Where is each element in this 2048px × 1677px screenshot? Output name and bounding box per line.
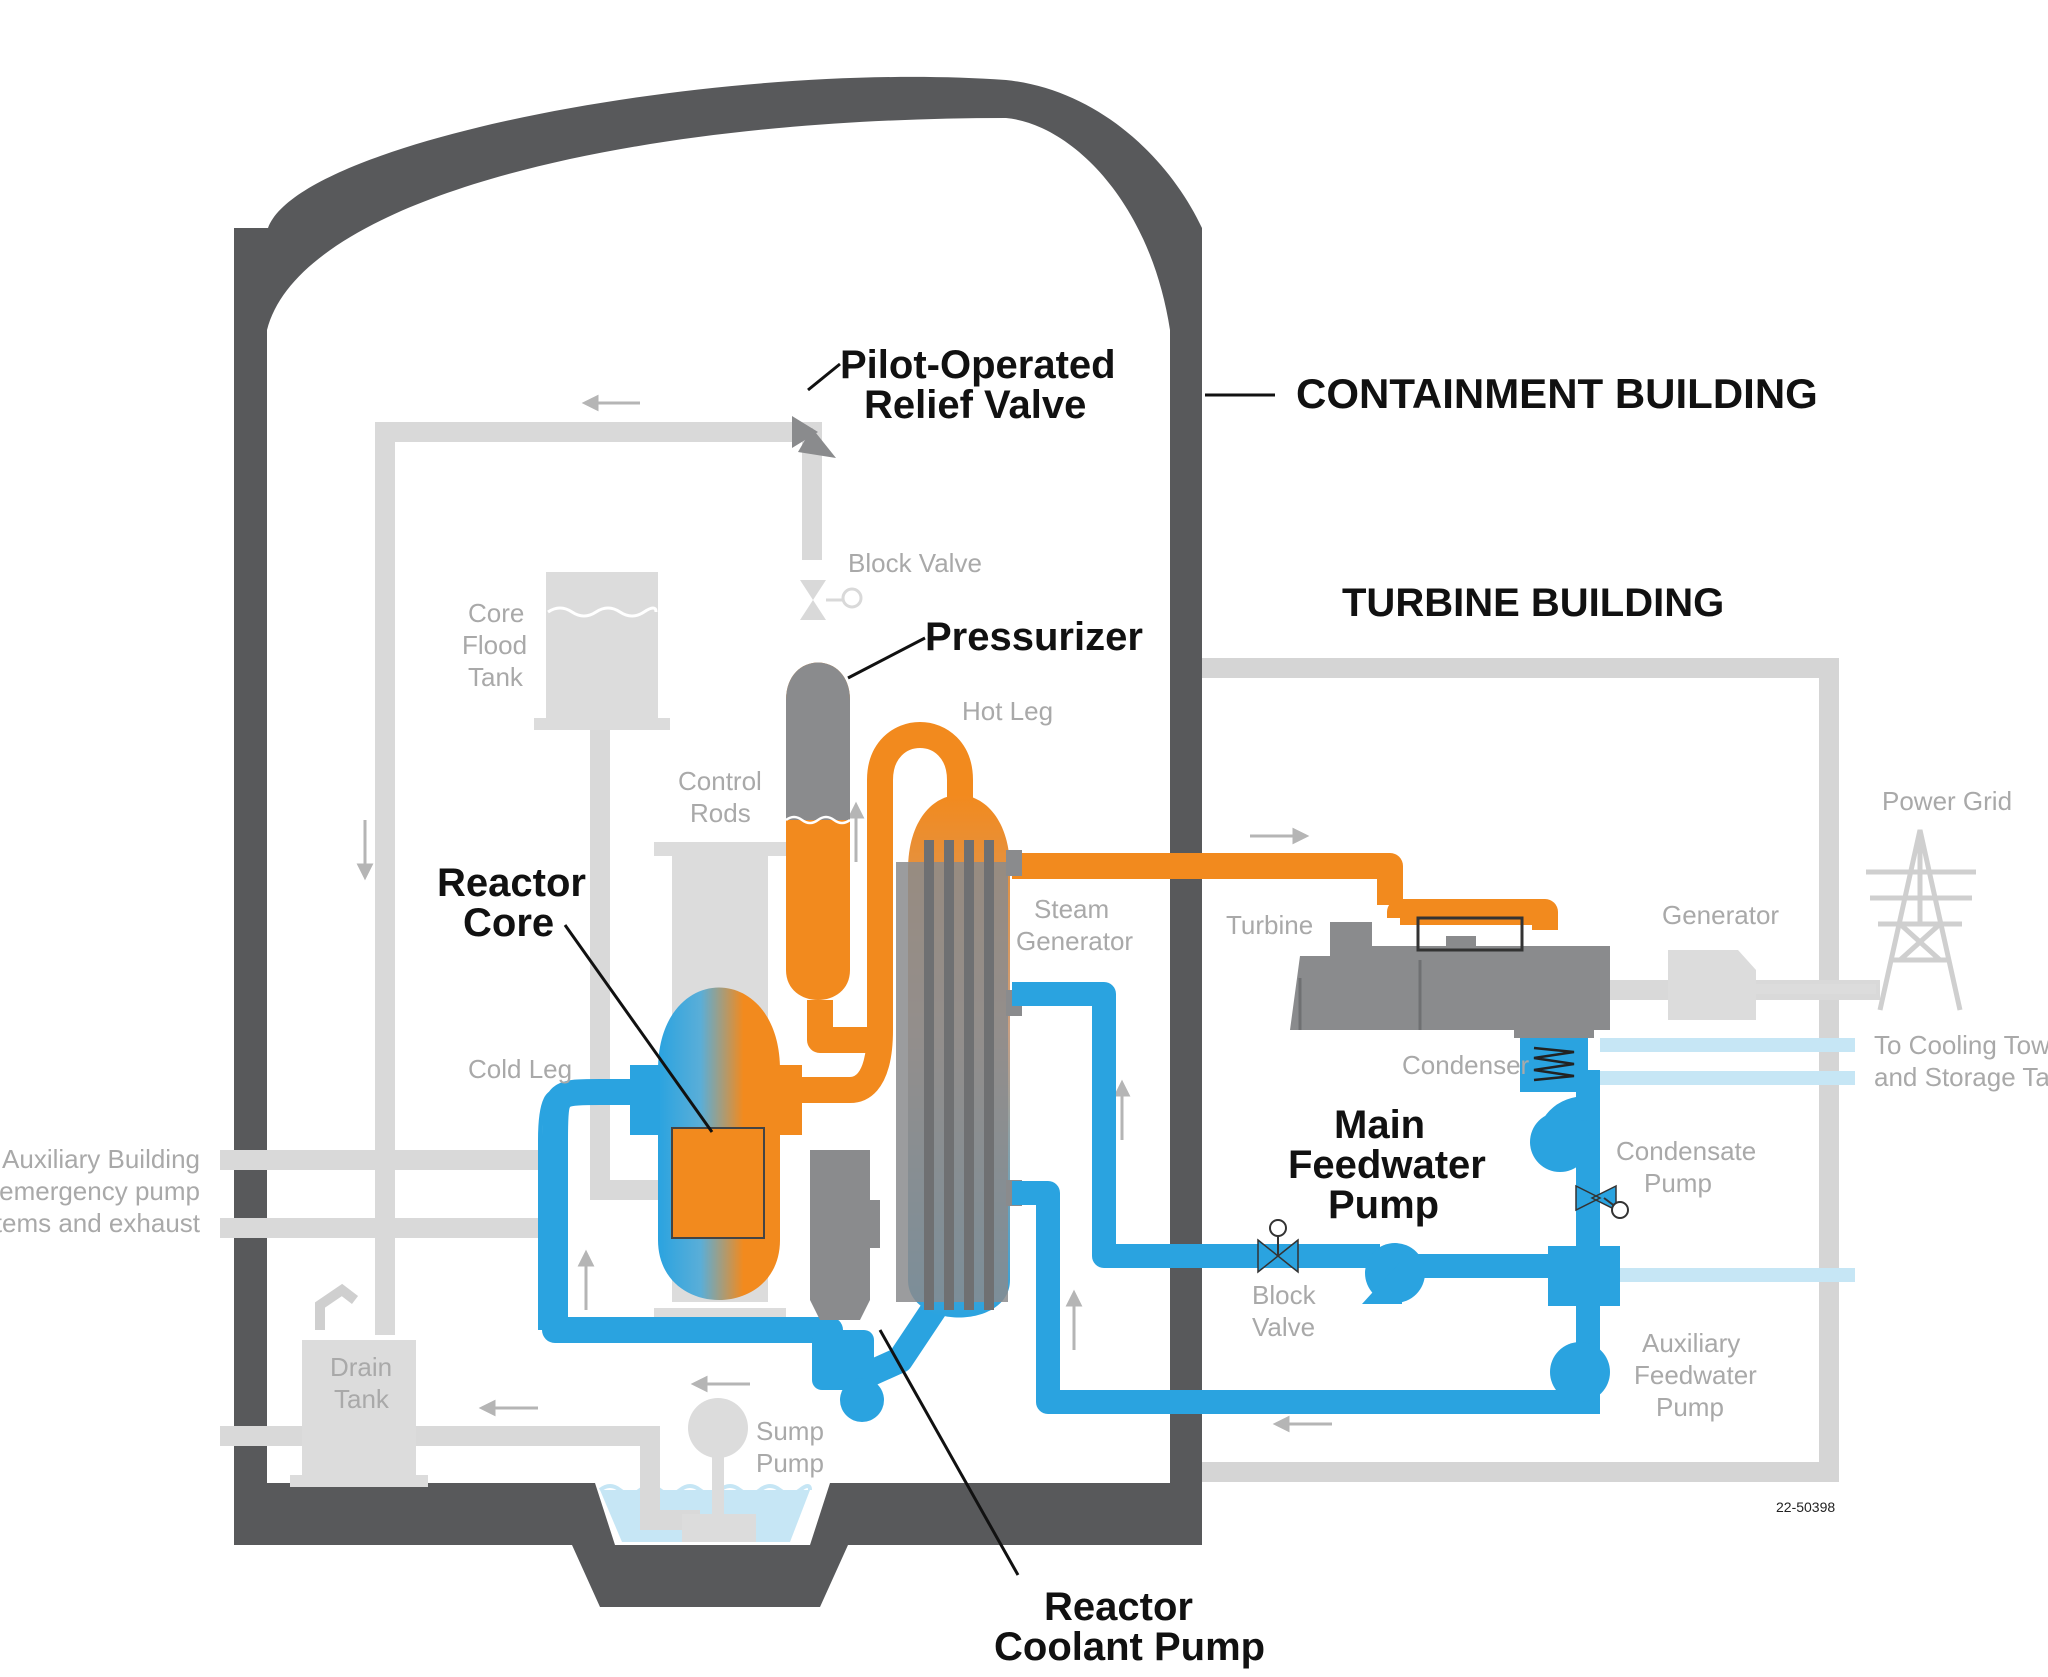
main-labels: CONTAINMENT BUILDING TURBINE BUILDING Pi… bbox=[437, 343, 1818, 1669]
turbine-building-outline bbox=[1200, 658, 1839, 1482]
drain-tank bbox=[290, 1283, 428, 1487]
block-valve-bottom bbox=[1257, 1219, 1299, 1274]
label-containment-building: CONTAINMENT BUILDING bbox=[1296, 370, 1818, 417]
steam-generator bbox=[896, 795, 1022, 1318]
label-pressurizer: Pressurizer bbox=[925, 615, 1143, 659]
label-hot-leg: Hot Leg bbox=[962, 696, 1053, 726]
pressurizer-vessel bbox=[785, 662, 851, 1030]
label-generator: Generator bbox=[1662, 900, 1779, 930]
condensate-valve bbox=[1575, 1184, 1629, 1219]
turbine bbox=[1290, 916, 1610, 1030]
reactor-vessel bbox=[630, 987, 802, 1300]
label-sump-pump-line1: Sump bbox=[756, 1416, 824, 1446]
label-condenser: Condenser bbox=[1402, 1050, 1530, 1080]
label-aux-feed-line2: Feedwater bbox=[1634, 1360, 1757, 1390]
condenser bbox=[1514, 1028, 1594, 1092]
inactive-piping bbox=[220, 422, 1880, 1530]
feedwater-header bbox=[1548, 1246, 1620, 1306]
label-core-flood-line1: Core bbox=[468, 598, 524, 628]
label-steam-gen-line2: Generator bbox=[1016, 926, 1133, 956]
label-turbine: Turbine bbox=[1226, 910, 1313, 940]
label-block-valve-bottom-line2: Valve bbox=[1252, 1312, 1315, 1342]
label-control-rods-line2: Rods bbox=[690, 798, 751, 828]
block-valve-top bbox=[800, 580, 863, 620]
label-main-feedwater-line3: Pump bbox=[1328, 1183, 1439, 1227]
label-turbine-building: TURBINE BUILDING bbox=[1342, 581, 1724, 625]
label-rcp-line1: Reactor bbox=[1044, 1585, 1193, 1629]
label-figure-id: 22-50398 bbox=[1776, 1499, 1835, 1515]
label-aux-building-line3: systems and exhaust bbox=[0, 1208, 201, 1238]
label-steam-gen-line1: Steam bbox=[1034, 894, 1109, 924]
cooling-water-lines bbox=[1600, 1038, 1855, 1282]
label-cold-leg: Cold Leg bbox=[468, 1054, 572, 1084]
label-reactor-core-line1: Reactor bbox=[437, 861, 586, 905]
label-block-valve-bottom-line1: Block bbox=[1252, 1280, 1317, 1310]
reactor-coolant-pump-volute bbox=[812, 1330, 884, 1422]
component-labels: Block Valve Core Flood Tank Hot Leg Cont… bbox=[0, 548, 2048, 1515]
label-reactor-core-line2: Core bbox=[463, 901, 554, 945]
label-aux-feed-line3: Pump bbox=[1656, 1392, 1724, 1422]
label-core-flood-line2: Flood bbox=[462, 630, 527, 660]
label-sump-pump-line2: Pump bbox=[756, 1448, 824, 1478]
label-block-valve-top: Block Valve bbox=[848, 548, 982, 578]
label-aux-building-line2: emergency pump bbox=[0, 1176, 200, 1206]
label-condensate-line2: Pump bbox=[1644, 1168, 1712, 1198]
pilot-operated-relief-valve bbox=[792, 416, 836, 458]
flow-arrows bbox=[356, 394, 1332, 1433]
condensate-pump bbox=[1530, 1112, 1590, 1172]
leader-lines bbox=[563, 362, 1275, 1576]
label-power-grid: Power Grid bbox=[1882, 786, 2012, 816]
label-drain-tank-line1: Drain bbox=[330, 1352, 392, 1382]
label-aux-feed-line1: Auxiliary bbox=[1642, 1328, 1740, 1358]
label-porv-line2: Relief Valve bbox=[864, 383, 1086, 427]
label-main-feedwater-line2: Feedwater bbox=[1288, 1143, 1486, 1187]
generator bbox=[1668, 950, 1876, 1020]
label-rcp-line2: Coolant Pump bbox=[994, 1625, 1265, 1669]
label-core-flood-line3: Tank bbox=[468, 662, 524, 692]
label-condensate-line1: Condensate bbox=[1616, 1136, 1756, 1166]
label-aux-building-line1: To Auxiliary Building bbox=[0, 1144, 200, 1174]
label-porv-line1: Pilot-Operated bbox=[840, 343, 1116, 387]
label-control-rods-line1: Control bbox=[678, 766, 762, 796]
auxiliary-feedwater-pump bbox=[1550, 1342, 1610, 1402]
label-drain-tank-line2: Tank bbox=[334, 1384, 390, 1414]
reactor-coolant-pump-motor bbox=[810, 1150, 880, 1320]
power-grid-tower bbox=[1866, 829, 1976, 1011]
core-flood-tank bbox=[534, 572, 670, 730]
label-cooling-line1: To Cooling Tower bbox=[1874, 1030, 2048, 1060]
main-feedwater-pump bbox=[1362, 1243, 1425, 1304]
label-cooling-line2: and Storage Tanks bbox=[1874, 1062, 2048, 1092]
label-main-feedwater-line1: Main bbox=[1334, 1103, 1425, 1147]
sump-pump bbox=[682, 1398, 756, 1542]
